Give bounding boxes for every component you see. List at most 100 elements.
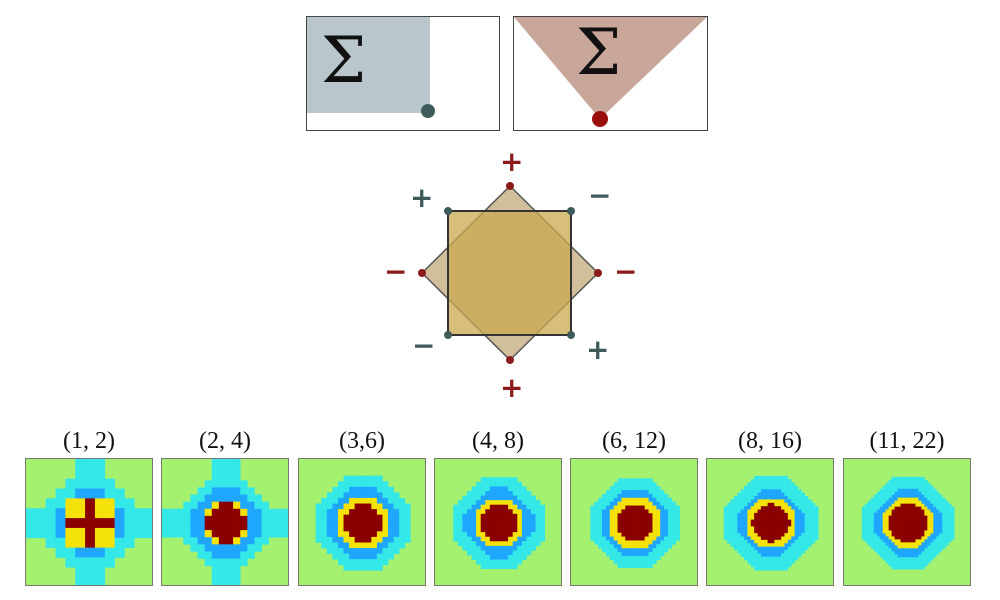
pattern-cell <box>467 509 472 515</box>
pattern-cell <box>903 530 907 534</box>
pattern-cell <box>900 509 904 513</box>
pattern-cell <box>499 481 504 487</box>
pattern-cell <box>337 559 344 566</box>
pattern-cell <box>894 551 898 555</box>
pattern-cell <box>211 487 220 495</box>
pattern-cell <box>754 539 758 544</box>
pattern-cell <box>797 489 802 493</box>
pattern-cell <box>754 489 758 493</box>
pattern-cell <box>791 485 795 490</box>
pattern-cell <box>629 532 634 537</box>
pattern-cell <box>218 572 227 581</box>
pattern-cell <box>909 554 913 558</box>
pattern-cell <box>633 536 638 541</box>
pattern-cell <box>811 516 816 520</box>
corner-dot <box>421 104 435 118</box>
pattern-cell <box>930 554 934 558</box>
pattern-cell <box>794 509 799 514</box>
pattern-cell <box>499 491 504 496</box>
pattern-cell <box>942 518 946 522</box>
pattern-cell <box>517 500 523 506</box>
pattern-cell <box>254 523 262 531</box>
pattern-cell <box>399 503 406 510</box>
pattern-cell <box>204 487 213 495</box>
pattern-cell <box>521 504 527 510</box>
pattern-cell <box>476 541 482 547</box>
pattern-cell <box>894 500 898 504</box>
pattern-cell <box>912 530 916 534</box>
pattern-cell <box>882 521 886 525</box>
pattern-cell <box>521 495 527 501</box>
pattern-cell <box>906 533 910 537</box>
pattern-cell <box>609 513 614 518</box>
pattern-cell <box>781 553 785 557</box>
pattern-cell <box>811 509 816 514</box>
pattern-cell <box>652 509 657 514</box>
pattern-cell <box>771 549 775 554</box>
pattern-cell <box>903 551 907 555</box>
pattern-cell <box>644 532 649 537</box>
pattern-cell <box>640 513 645 518</box>
pattern-cell <box>621 501 626 506</box>
pattern-cell <box>861 524 866 528</box>
pattern-cell <box>873 527 878 531</box>
pattern-cell <box>897 530 901 534</box>
pattern-cell <box>927 539 931 543</box>
pattern-cell <box>784 563 789 568</box>
pattern-cell <box>521 555 527 560</box>
pattern-cell <box>757 526 762 531</box>
pattern-cell <box>727 506 731 510</box>
pattern-cell <box>760 509 765 514</box>
pattern-cell <box>882 509 886 513</box>
pattern-cell <box>771 496 775 500</box>
pattern-cell <box>942 536 946 540</box>
pattern-cell <box>737 533 741 537</box>
pattern-cell <box>526 545 532 551</box>
v-dot <box>592 111 608 127</box>
pattern-cell <box>757 496 762 500</box>
pattern-cell <box>774 539 779 544</box>
pattern-cell <box>349 481 355 488</box>
pattern-cell <box>321 514 328 521</box>
pattern-cell <box>254 544 262 552</box>
pattern-cell <box>467 523 472 528</box>
pattern-cell <box>891 515 895 519</box>
pattern-cell <box>744 509 748 514</box>
pattern-cell <box>590 521 595 526</box>
pattern-cell <box>912 503 916 507</box>
pattern-cell <box>640 528 645 533</box>
pattern-cell <box>404 509 411 515</box>
pattern-cell <box>754 519 758 524</box>
pattern-cell <box>873 503 878 507</box>
pattern-cell <box>360 553 367 560</box>
pattern-cell <box>605 521 611 526</box>
pattern-cell <box>453 523 459 528</box>
pattern-cell <box>636 517 642 522</box>
pattern-cell <box>942 512 946 516</box>
pattern-cell <box>933 494 937 498</box>
pattern-cell <box>531 536 536 542</box>
pattern-cell <box>909 518 913 522</box>
pattern-cell <box>499 527 504 533</box>
pattern-cell <box>791 536 795 541</box>
pattern-cell <box>730 523 735 527</box>
pattern-cell <box>376 520 383 527</box>
pattern-cell <box>781 546 785 551</box>
pattern-cell <box>337 509 344 515</box>
pattern-cell <box>503 559 509 565</box>
pattern-cell <box>744 516 748 520</box>
pattern-cell <box>609 555 614 561</box>
pattern-cell <box>879 497 883 501</box>
pattern-cell <box>521 532 527 538</box>
pattern-cell <box>114 498 125 509</box>
pattern-cell <box>774 509 779 514</box>
pattern-cell <box>894 563 898 567</box>
sign-top: + <box>500 145 524 178</box>
pattern-cell <box>915 488 919 493</box>
pattern-cell <box>211 551 220 559</box>
pattern-cell <box>512 495 518 501</box>
pattern-cell <box>879 518 883 522</box>
pattern-cell <box>797 526 802 531</box>
pattern-cell <box>660 501 665 506</box>
pattern-cell <box>740 506 745 510</box>
